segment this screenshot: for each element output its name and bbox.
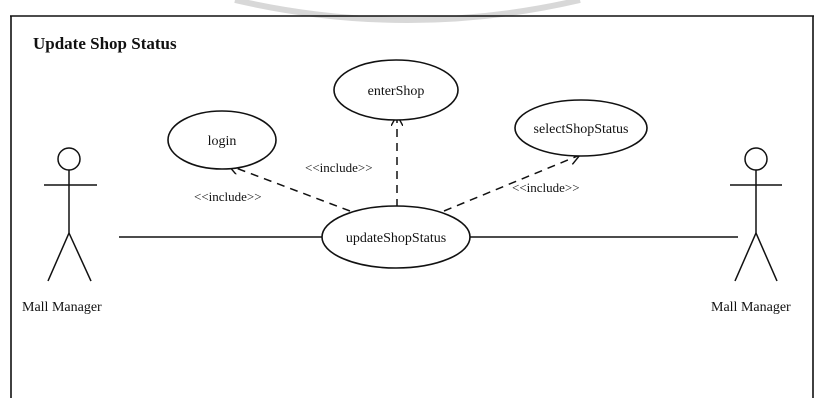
use-case-login: login bbox=[167, 110, 277, 170]
include-label-select-status: <<include>> bbox=[512, 180, 580, 195]
actor-right bbox=[730, 147, 782, 282]
use-case-enter-shop-label: enterShop bbox=[368, 84, 425, 99]
use-case-update-shop-status: updateShopStatus bbox=[321, 205, 471, 269]
actor-left bbox=[44, 147, 97, 282]
use-case-login-label: login bbox=[208, 134, 237, 149]
include-label-login: <<include>> bbox=[194, 189, 262, 204]
use-case-select-shop-status: selectShopStatus bbox=[514, 99, 648, 157]
actor-left-label: Mall Manager bbox=[22, 300, 102, 315]
use-case-enter-shop: enterShop bbox=[333, 59, 459, 121]
use-case-select-shop-status-label: selectShopStatus bbox=[534, 122, 629, 137]
diagram-frame bbox=[10, 15, 814, 398]
include-label-enter-shop: <<include>> bbox=[305, 160, 373, 175]
watermark-arc bbox=[234, 0, 581, 23]
include-arrow-select-status bbox=[443, 155, 580, 212]
diagram-title: Update Shop Status bbox=[33, 34, 177, 53]
use-case-update-shop-status-label: updateShopStatus bbox=[346, 231, 446, 246]
include-arrow-login bbox=[228, 165, 351, 212]
actor-left-head bbox=[57, 147, 81, 171]
actor-right-head bbox=[744, 147, 768, 171]
actor-right-label: Mall Manager bbox=[711, 300, 791, 315]
